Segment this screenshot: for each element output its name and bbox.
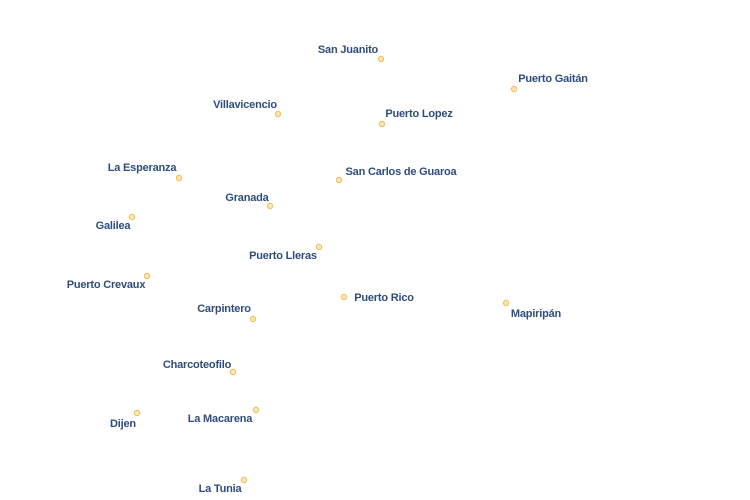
place-puerto-lopez[interactable]: Puerto Lopez	[378, 107, 455, 128]
place-marker-carpintero[interactable]	[249, 315, 257, 323]
place-la-macarena[interactable]: La Macarena	[186, 406, 260, 427]
place-label-la-macarena[interactable]: La Macarena	[186, 412, 255, 427]
place-la-tunia[interactable]: La Tunia	[197, 476, 248, 497]
place-marker-dijen[interactable]	[133, 409, 141, 417]
place-label-dijen[interactable]: Dijen	[109, 417, 139, 432]
place-marker-puerto-lopez[interactable]	[378, 120, 386, 128]
place-puerto-lleras[interactable]: Puerto Lleras	[248, 243, 323, 264]
place-marker-san-carlos-de-guaroa[interactable]	[335, 176, 343, 184]
place-san-carlos-de-guaroa[interactable]: San Carlos de Guaroa	[335, 165, 459, 184]
place-label-puerto-lopez[interactable]: Puerto Lopez	[384, 107, 455, 122]
place-label-villavicencio[interactable]: Villavicencio	[212, 98, 280, 113]
place-label-granada[interactable]: Granada	[224, 191, 272, 206]
place-label-la-tunia[interactable]: La Tunia	[197, 482, 244, 497]
place-puerto-rico[interactable]: Puerto Rico	[340, 291, 416, 306]
place-marker-la-macarena[interactable]	[252, 406, 260, 414]
place-label-san-carlos-de-guaroa[interactable]: San Carlos de Guaroa	[344, 165, 459, 180]
place-marker-puerto-rico[interactable]	[340, 293, 348, 301]
place-marker-puerto-gaitan[interactable]	[510, 85, 518, 93]
place-marker-mapiripan[interactable]	[502, 299, 510, 307]
place-marker-la-esperanza[interactable]	[175, 174, 183, 182]
place-label-san-juanito[interactable]: San Juanito	[316, 43, 380, 58]
place-marker-puerto-crevaux[interactable]	[143, 272, 151, 280]
place-label-puerto-lleras[interactable]: Puerto Lleras	[248, 249, 319, 264]
place-mapiripan[interactable]: Mapiripán	[502, 299, 563, 322]
place-label-carpintero[interactable]: Carpintero	[196, 302, 253, 317]
place-label-puerto-crevaux[interactable]: Puerto Crevaux	[65, 278, 148, 293]
place-label-mapiripan[interactable]: Mapiripán	[509, 307, 563, 322]
place-galilea[interactable]: Galilea	[94, 213, 136, 234]
place-marker-san-juanito[interactable]	[377, 55, 385, 63]
place-marker-galilea[interactable]	[128, 213, 136, 221]
place-villavicencio[interactable]: Villavicencio	[212, 98, 282, 118]
place-marker-puerto-lleras[interactable]	[315, 243, 323, 251]
place-marker-granada[interactable]	[266, 202, 274, 210]
place-carpintero[interactable]: Carpintero	[196, 302, 257, 323]
place-puerto-crevaux[interactable]: Puerto Crevaux	[65, 272, 151, 293]
place-label-puerto-gaitan[interactable]: Puerto Gaitán	[517, 72, 590, 87]
place-marker-la-tunia[interactable]	[240, 476, 248, 484]
place-charcoteofilo[interactable]: Charcoteofilo	[161, 358, 237, 376]
place-marker-charcoteofilo[interactable]	[229, 368, 237, 376]
place-marker-villavicencio[interactable]	[274, 110, 282, 118]
place-label-puerto-rico[interactable]: Puerto Rico	[353, 291, 416, 306]
place-puerto-gaitan[interactable]: Puerto Gaitán	[510, 72, 590, 93]
place-label-charcoteofilo[interactable]: Charcoteofilo	[161, 358, 233, 373]
place-label-la-esperanza[interactable]: La Esperanza	[106, 161, 179, 176]
place-dijen[interactable]: Dijen	[109, 409, 141, 432]
place-san-juanito[interactable]: San Juanito	[316, 43, 385, 63]
place-label-galilea[interactable]: Galilea	[94, 219, 133, 234]
place-granada[interactable]: Granada	[224, 191, 274, 210]
place-la-esperanza[interactable]: La Esperanza	[106, 161, 183, 182]
